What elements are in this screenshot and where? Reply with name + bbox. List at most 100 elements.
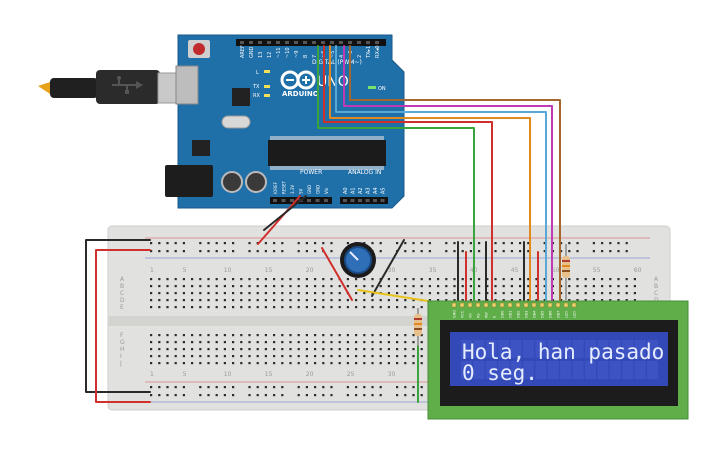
terminal-hole — [174, 362, 177, 365]
terminal-hole — [371, 348, 374, 351]
terminal-hole — [174, 278, 177, 281]
lcd-cell — [622, 340, 634, 358]
wire-brown-digital — [349, 45, 561, 301]
power-pin-label: 5V — [299, 188, 304, 194]
lcd-pin — [515, 302, 521, 308]
rail-hole — [543, 250, 546, 253]
rail-hole — [273, 386, 276, 389]
terminal-hole — [379, 362, 382, 365]
terminal-hole — [281, 278, 284, 281]
terminal-hole — [519, 299, 522, 302]
terminal-hole — [264, 362, 267, 365]
capacitor-2 — [245, 171, 267, 193]
wire-magenta-digital — [343, 45, 553, 301]
rail-hole — [346, 394, 349, 397]
rail-hole — [404, 242, 407, 245]
terminal-hole — [355, 285, 358, 288]
lcd-cell — [572, 340, 584, 358]
terminal-hole — [264, 299, 267, 302]
terminal-hole — [191, 285, 194, 288]
power-header-label: POWER — [300, 169, 322, 176]
rail-hole — [264, 386, 267, 389]
analog-pin-label: A3 — [366, 187, 372, 194]
lcd-character-cells — [461, 340, 658, 379]
column-number-bottom: 20 — [306, 371, 314, 378]
power-pin-hole — [324, 199, 328, 202]
digital-pin-label: ~10 — [285, 47, 291, 58]
terminal-hole — [158, 334, 161, 337]
rail-hole — [158, 250, 161, 253]
breadboard-center-channel — [108, 316, 670, 326]
terminal-hole — [346, 355, 349, 358]
rail-hole — [453, 242, 456, 245]
rail-hole — [445, 242, 448, 245]
digital-header-holes — [240, 41, 379, 44]
lcd-pin — [531, 302, 537, 308]
power-pin-label: 3.3V — [290, 185, 295, 194]
wire-left-gnd-loop — [85, 239, 151, 393]
terminal-hole — [371, 278, 374, 281]
terminal-hole — [182, 334, 185, 337]
column-number-top: 15 — [265, 267, 273, 274]
terminal-hole — [182, 299, 185, 302]
terminal-hole — [207, 334, 210, 337]
column-number-top: 5 — [183, 267, 187, 274]
rail-hole — [379, 394, 382, 397]
terminal-hole — [576, 292, 579, 295]
terminal-hole — [510, 292, 513, 295]
terminal-hole — [191, 362, 194, 365]
column-number-top: 30 — [388, 267, 396, 274]
terminal-hole — [150, 285, 153, 288]
terminal-hole — [273, 355, 276, 358]
terminal-hole — [289, 334, 292, 337]
terminal-hole — [223, 341, 226, 344]
terminal-hole — [428, 285, 431, 288]
usb-symbol-icon — [112, 76, 143, 94]
terminal-hole — [420, 278, 423, 281]
terminal-hole — [240, 306, 243, 309]
terminal-hole — [207, 292, 210, 295]
board-usb-jack — [175, 65, 199, 105]
rail-hole — [207, 250, 210, 253]
terminal-hole — [387, 285, 390, 288]
rail-hole — [363, 386, 366, 389]
lcd-cell — [510, 340, 522, 358]
rail-hole — [412, 386, 415, 389]
terminal-hole — [543, 299, 546, 302]
terminal-hole — [166, 348, 169, 351]
terminal-hole — [420, 355, 423, 358]
wire-red-digital — [323, 45, 493, 301]
digital-pin-hole — [303, 41, 307, 44]
terminal-hole — [297, 292, 300, 295]
rail-hole — [199, 394, 202, 397]
rail-hole — [264, 394, 267, 397]
terminal-hole — [617, 278, 620, 281]
terminal-hole — [396, 355, 399, 358]
terminal-hole — [404, 299, 407, 302]
terminal-hole — [207, 348, 210, 351]
terminal-hole — [502, 285, 505, 288]
column-number-bottom: 5 — [183, 371, 187, 378]
terminal-hole — [355, 348, 358, 351]
terminal-hole — [396, 341, 399, 344]
terminal-hole — [584, 285, 587, 288]
terminal-hole — [363, 292, 366, 295]
terminal-hole — [305, 334, 308, 337]
rail-hole — [371, 242, 374, 245]
terminal-hole — [273, 334, 276, 337]
rail-hole — [322, 386, 325, 389]
wire-pot-gnd — [371, 239, 405, 297]
rail-hole — [305, 250, 308, 253]
rail-hole — [166, 242, 169, 245]
terminal-hole — [264, 341, 267, 344]
rail-hole — [330, 386, 333, 389]
rail-hole — [150, 394, 153, 397]
terminal-hole — [576, 285, 579, 288]
terminal-hole — [338, 285, 341, 288]
rail-hole — [264, 242, 267, 245]
rail-hole — [158, 242, 161, 245]
terminal-hole — [355, 306, 358, 309]
terminal-hole — [240, 299, 243, 302]
lcd-pin-label: DB6 — [549, 311, 553, 318]
terminal-hole — [256, 292, 259, 295]
